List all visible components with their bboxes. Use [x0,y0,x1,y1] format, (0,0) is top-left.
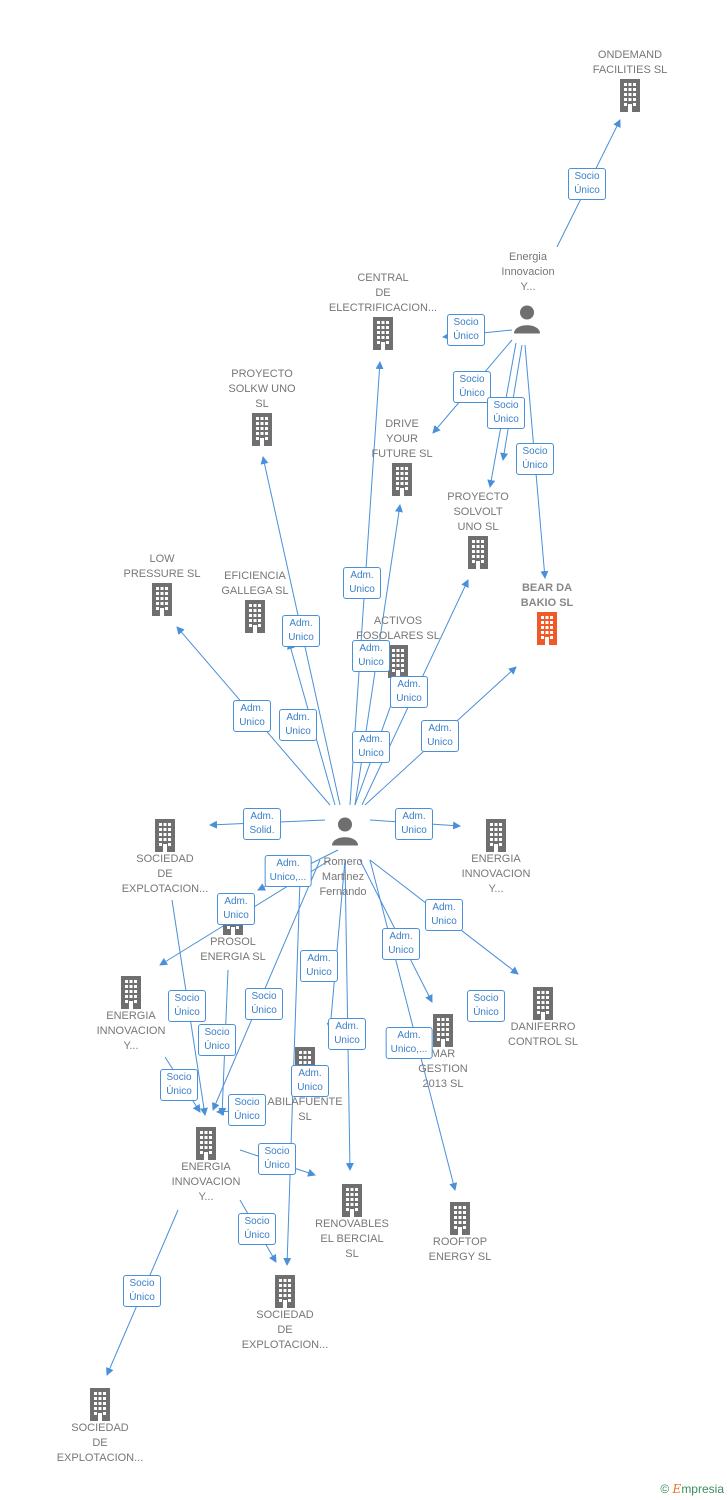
relation-badge[interactable]: Socio Único [123,1275,161,1307]
relation-badge[interactable]: Adm. Unico [300,950,338,982]
relation-badge[interactable]: Adm. Unico [382,928,420,960]
building-icon [533,987,553,1020]
building-icon [90,1388,110,1421]
relation-badge[interactable]: Adm. Unico [291,1065,329,1097]
company-proyecto-solvolt[interactable]: PROYECTO SOLVOLT UNO SL [413,490,543,572]
edge-line [344,859,354,1171]
company-bear-da-bakio[interactable]: BEAR DA BAKIO SL [482,581,612,648]
relation-badge[interactable]: Adm. Unico [352,731,390,763]
company-prosol-energia[interactable]: PROSOL ENERGIA SL [168,898,298,965]
relation-badge[interactable]: Adm. Unico [352,640,390,672]
building-icon [433,1014,453,1047]
central-person-icon[interactable] [330,816,360,851]
company-central-electrificacion[interactable]: CENTRAL DE ELECTRIFICACION... [318,271,448,353]
company-daniferro-control[interactable]: DANIFERRO CONTROL SL [478,983,608,1050]
top-person-name: Energia Innovacion Y... [501,251,555,293]
company-proyecto-solkw[interactable]: PROYECTO SOLKW UNO SL [197,367,327,449]
top-person[interactable]: Energia Innovacion Y... [483,250,573,295]
relation-badge[interactable]: Socio Único [467,990,505,1022]
relation-badge[interactable]: Socio Único [487,397,525,429]
relation-badge[interactable]: Adm. Solid. [243,808,281,840]
company-rooftop-energy[interactable]: ROOFTOP ENERGY SL [395,1198,525,1265]
relation-badge[interactable]: Socio Único [228,1094,266,1126]
central-person[interactable]: Romero Martinez Fernando [298,855,388,900]
company-sociedad-explotacion-2[interactable]: SOCIEDAD DE EXPLOTACION... [220,1271,350,1353]
building-icon [245,600,265,633]
relation-badge[interactable]: Adm. Unico [233,700,271,732]
relation-badge[interactable]: Adm. Unico [343,567,381,599]
relation-badge[interactable]: Adm. Unico [395,808,433,840]
relation-badge[interactable]: Adm. Unico [390,676,428,708]
relation-badge[interactable]: Socio Único [238,1213,276,1245]
building-icon [196,1127,216,1160]
company-energia-innovacion-left[interactable]: ENERGIA INNOVACION Y... [66,972,196,1054]
building-icon [275,1275,295,1308]
relation-badge[interactable]: Socio Único [258,1143,296,1175]
company-energia-innovacion-right[interactable]: ENERGIA INNOVACION Y... [431,815,561,897]
building-icon [121,976,141,1009]
relation-badge[interactable]: Adm. Unico [217,893,255,925]
company-sociedad-explotacion-3[interactable]: SOCIEDAD DE EXPLOTACION... [35,1384,165,1466]
building-icon [342,1184,362,1217]
company-renovables-el-bercial[interactable]: RENOVABLES EL BERCIAL SL [287,1180,417,1262]
relation-badge[interactable]: Adm. Unico,... [264,855,312,887]
relation-badge[interactable]: Adm. Unico [425,899,463,931]
relation-badge[interactable]: Socio Único [453,371,491,403]
relation-badge[interactable]: Socio Único [447,314,485,346]
building-icon [392,463,412,496]
company-sociedad-explotacion-1[interactable]: SOCIEDAD DE EXPLOTACION... [100,815,230,897]
relation-badge[interactable]: Socio Único [198,1024,236,1056]
relation-badge[interactable]: Socio Único [168,990,206,1022]
relation-badge[interactable]: Adm. Unico [328,1018,366,1050]
relation-badge[interactable]: Socio Único [160,1069,198,1101]
building-icon [468,536,488,569]
company-low-pressure[interactable]: LOW PRESSURE SL [97,552,227,619]
relation-badge[interactable]: Adm. Unico [421,720,459,752]
building-icon [155,819,175,852]
top-person-icon[interactable] [512,304,542,339]
relation-badge[interactable]: Socio Único [568,168,606,200]
empresia-brand: © Empresia [660,1482,724,1496]
company-mar-gestion-2013[interactable]: MAR GESTION 2013 SL [378,1010,508,1092]
company-eficiencia-gallega[interactable]: EFICIENCIA GALLEGA SL [190,569,320,636]
company-ondemand-facilities[interactable]: ONDEMAND FACILITIES SL [565,48,695,115]
building-icon-highlighted [537,612,557,645]
building-icon [486,819,506,852]
relation-badge[interactable]: Adm. Unico,... [385,1027,433,1059]
relation-badge[interactable]: Socio Único [516,443,554,475]
building-icon [620,79,640,112]
relation-badge[interactable]: Adm. Unico [282,615,320,647]
company-activos-fosolares[interactable]: ACTIVOS FOSOLARES SL [333,614,463,681]
edge-line [212,859,321,1111]
edge-line [369,859,458,1191]
relation-badge[interactable]: Socio Único [245,988,283,1020]
building-icon [450,1202,470,1235]
central-person-name: Romero Martinez Fernando [319,856,367,898]
building-icon [252,413,272,446]
building-icon [152,583,172,616]
edge-line [326,859,346,1031]
building-icon [373,317,393,350]
company-energia-innovacion-lower[interactable]: ENERGIA INNOVACION Y... [141,1123,271,1205]
company-drive-your-future[interactable]: DRIVE YOUR FUTURE SL [337,417,467,499]
relation-badge[interactable]: Adm. Unico [279,709,317,741]
